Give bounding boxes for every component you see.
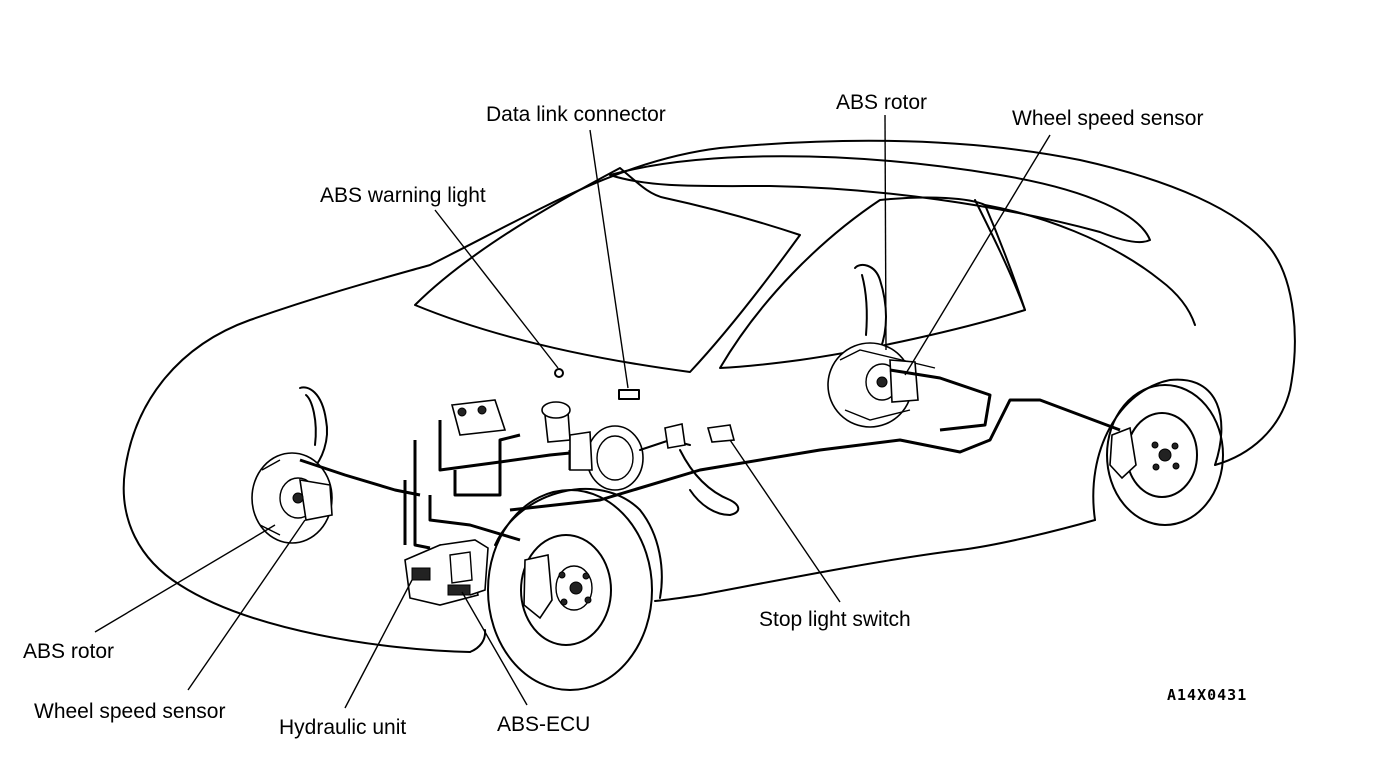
label-abs-ecu: ABS-ECU: [497, 713, 591, 736]
label-abs-rotor-front: ABS rotor: [23, 640, 115, 663]
rear-left-knuckle: [827, 263, 936, 428]
label-hydraulic-unit: Hydraulic unit: [279, 716, 407, 739]
abs-warning-light-marker: [554, 368, 564, 378]
car-body-outline: [122, 139, 1296, 653]
data-link-connector-marker: [618, 389, 640, 400]
rear-right-wheel: [1106, 384, 1224, 526]
label-wheel-speed-sensor-front: Wheel speed sensor: [34, 700, 226, 723]
leader-lines: [94, 114, 1051, 709]
proportioning-valve: [450, 399, 507, 436]
brake-lines: [299, 368, 1121, 550]
label-abs-warning-light: ABS warning light: [320, 184, 486, 207]
label-abs-rotor-rear: ABS rotor: [836, 91, 928, 114]
label-wheel-speed-sensor-rear: Wheel speed sensor: [1012, 107, 1204, 130]
figure-code: A14X0431: [1167, 686, 1248, 704]
brake-pedal: [639, 423, 740, 516]
brake-booster: [541, 401, 644, 491]
front-right-knuckle: [251, 386, 333, 544]
front-left-wheel: [487, 489, 653, 691]
hydraulic-unit-and-ecu: [404, 539, 489, 606]
label-stop-light-switch: Stop light switch: [759, 608, 911, 631]
label-data-link-connector: Data link connector: [486, 103, 666, 126]
